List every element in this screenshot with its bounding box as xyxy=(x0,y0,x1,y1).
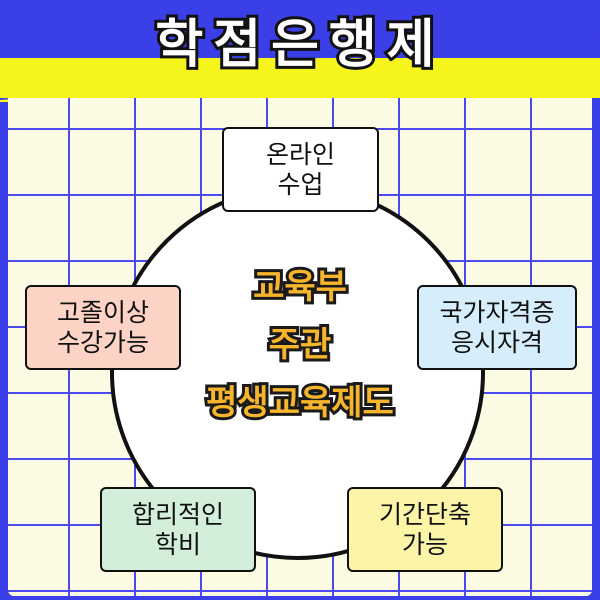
feature-label-line1: 국가자격증 xyxy=(439,297,555,327)
feature-label-line2: 수업 xyxy=(277,169,324,199)
feature-reasonable-tuition: 합리적인 학비 xyxy=(100,487,256,572)
center-line-1: 교육부 xyxy=(250,264,350,310)
center-text: 교육부 주관 평생교육제도 xyxy=(150,258,450,432)
feature-shortened-period: 기간단축 가능 xyxy=(347,487,503,572)
center-line-3: 평생교육제도 xyxy=(203,380,397,426)
feature-online-class: 온라인 수업 xyxy=(222,127,379,212)
feature-label-line1: 온라인 xyxy=(265,139,335,169)
page-title: 학점은행제 xyxy=(152,12,445,78)
feature-label-line1: 기간단축 xyxy=(378,499,471,529)
feature-label-line1: 합리적인 xyxy=(131,499,224,529)
feature-label-line2: 응시자격 xyxy=(450,327,543,357)
feature-label-line2: 가능 xyxy=(401,529,448,559)
feature-high-school-eligibility: 고졸이상 수강가능 xyxy=(25,285,181,370)
feature-label-line2: 수강가능 xyxy=(56,327,149,357)
feature-label-line2: 학비 xyxy=(154,529,201,559)
feature-label-line1: 고졸이상 xyxy=(56,297,149,327)
center-line-2: 주관 xyxy=(266,322,335,368)
yellow-band-top xyxy=(0,58,600,98)
feature-national-certificate: 국가자격증 응시자격 xyxy=(417,285,577,370)
